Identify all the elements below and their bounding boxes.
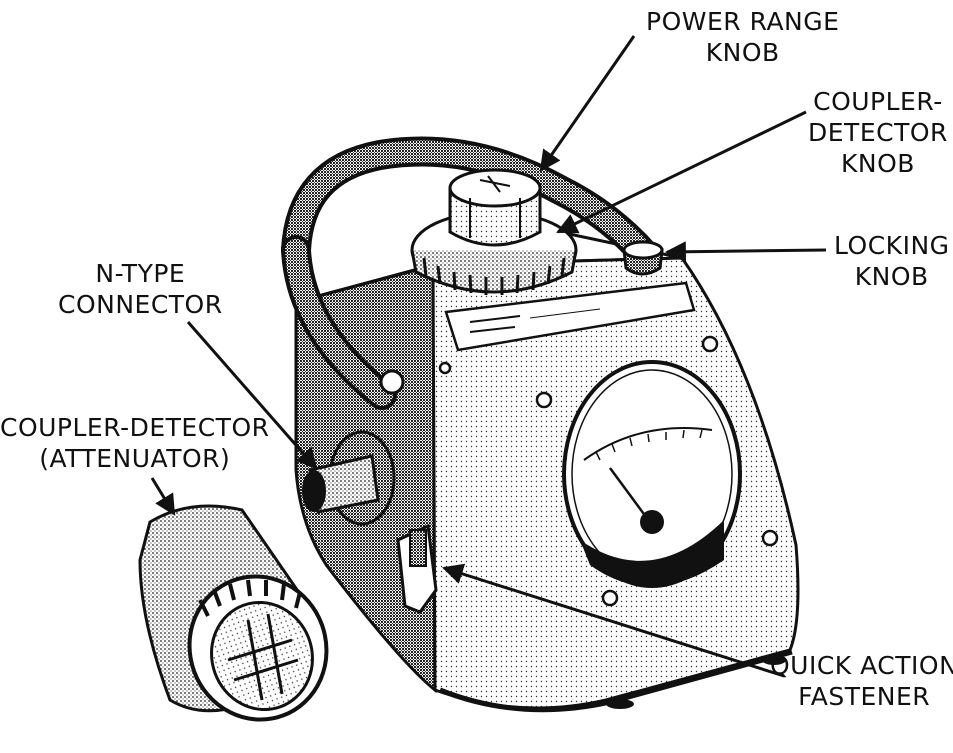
label-line: KNOB (854, 262, 929, 291)
housing-feet (606, 655, 786, 709)
n-type-connector-leader (186, 321, 318, 470)
label-line: COUPLER- (813, 87, 943, 116)
power-range-knob (448, 168, 542, 247)
locking-knob-leader (664, 241, 827, 263)
label-coupler-detector-knob: COUPLER- DETECTOR KNOB (808, 86, 948, 179)
label-line: KNOB (705, 38, 780, 67)
label-line: (ATTENUATOR) (39, 444, 231, 473)
label-line: FASTENER (798, 682, 931, 711)
quick-action-fastener (396, 523, 438, 614)
label-line: COUPLER-DETECTOR (0, 413, 270, 442)
label-coupler-detector-attenuator: COUPLER-DETECTOR (ATTENUATOR) (0, 412, 270, 474)
coupler-detector-knob-leader (556, 110, 807, 234)
label-n-type-connector: N-TYPE CONNECTOR (58, 258, 223, 320)
panel-screws (438, 335, 779, 607)
attenuator-leader (150, 477, 176, 516)
label-line: POWER RANGE (646, 7, 840, 36)
label-line: KNOB (840, 149, 915, 178)
meter-dial (562, 360, 742, 588)
label-quick-action-fastener: QUICK ACTION FASTENER (770, 650, 953, 712)
label-locking-knob: LOCKING KNOB (834, 230, 950, 292)
label-line: CONNECTOR (58, 290, 223, 319)
carrying-strap (281, 136, 660, 410)
locking-knob (622, 240, 664, 276)
nameplate (444, 281, 696, 352)
label-power-range-knob: POWER RANGE KNOB (646, 6, 839, 68)
coupler-detector-attenuator (138, 504, 329, 722)
label-line: DETECTOR (808, 118, 948, 147)
label-line: QUICK ACTION (770, 651, 953, 680)
quick-action-fastener-leader (441, 563, 785, 678)
n-type-connector (302, 430, 396, 526)
label-line: LOCKING (834, 231, 950, 260)
label-line: N-TYPE (95, 259, 186, 288)
callout-arrows (150, 35, 827, 678)
power-range-knob-leader (539, 35, 636, 172)
